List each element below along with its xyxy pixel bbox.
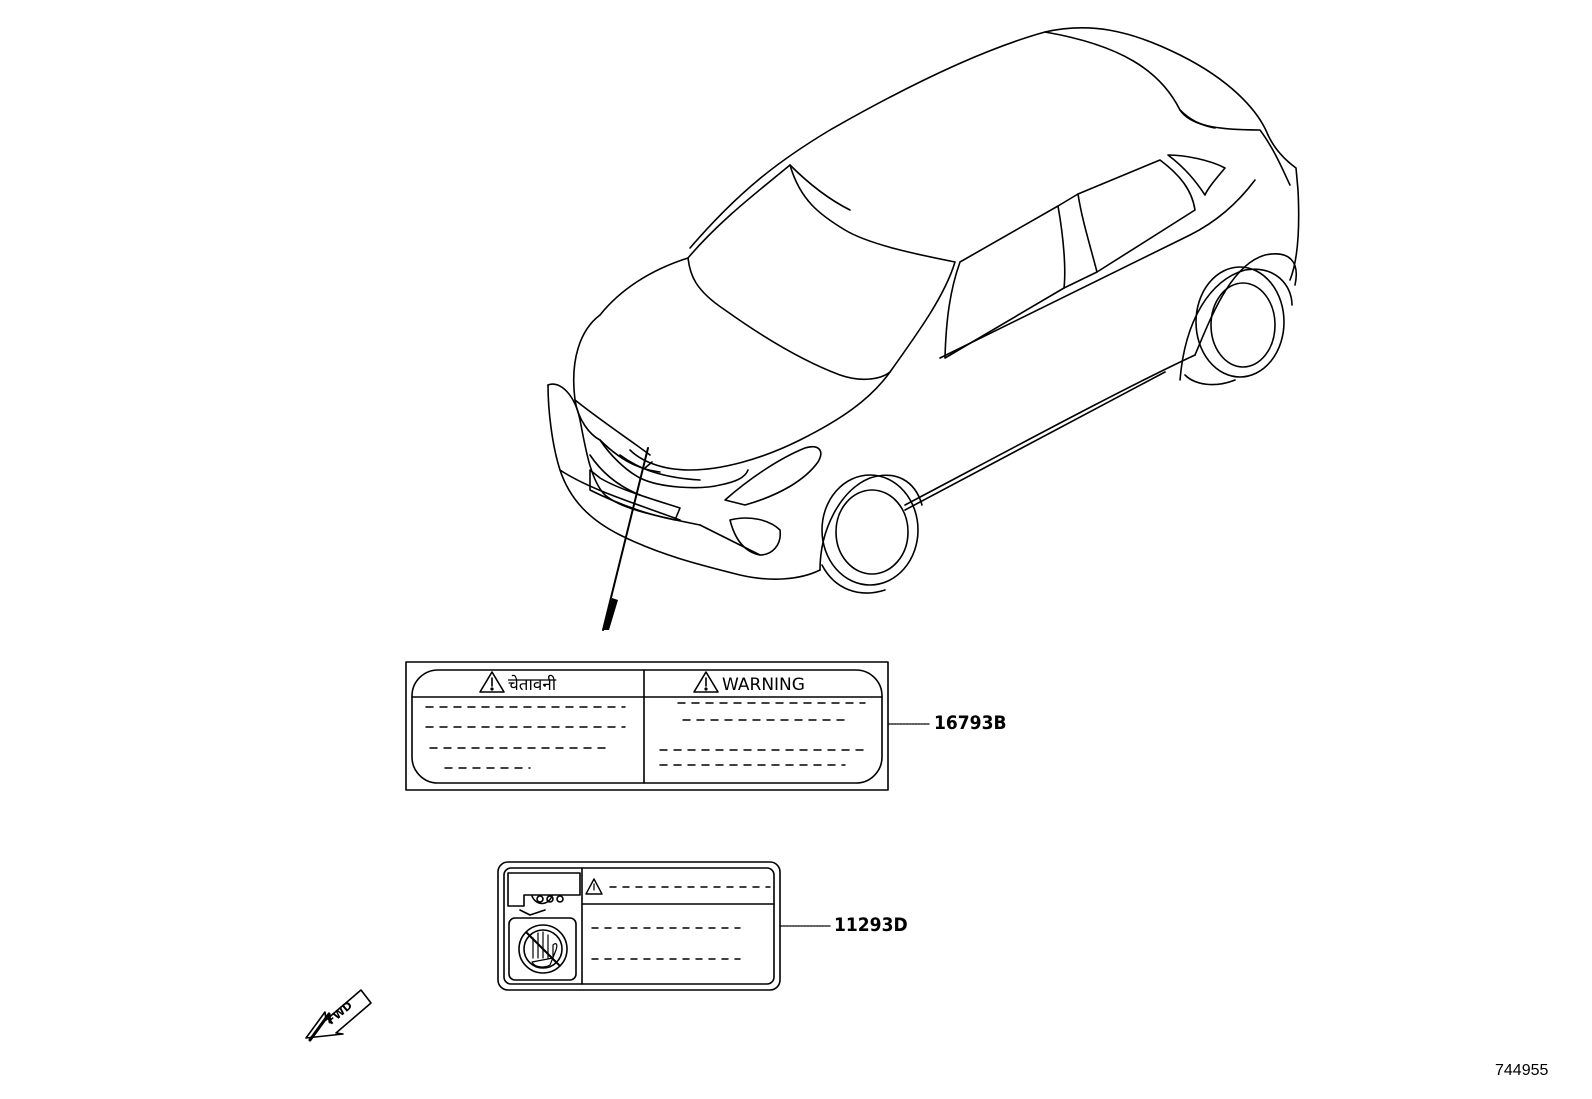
warning-triangle-icon: [585, 878, 603, 895]
warning-triangle-icon: [693, 671, 719, 693]
label-heading-hindi: चेतावनी: [508, 674, 557, 695]
no-hand-icon: [508, 917, 577, 981]
part-number-16793B[interactable]: 16793B: [934, 712, 1007, 734]
vehicle-outline: [547, 27, 1300, 594]
caution-label-11293D: [497, 861, 781, 991]
forward-arrow-icon: [305, 989, 372, 1042]
leader-line-16793B: [602, 447, 649, 631]
warning-triangle-icon: [479, 671, 505, 693]
part-number-11293D[interactable]: 11293D: [834, 914, 908, 936]
catalog-id: 744955: [1495, 1062, 1549, 1079]
warning-label-16793B: [405, 661, 889, 791]
label-text-lines-11293D: [591, 886, 771, 960]
engine-fan-icon: [507, 872, 581, 916]
label-text-lines-left: [425, 706, 626, 769]
leader-arrow: [603, 598, 618, 630]
label-heading-warning: WARNING: [722, 675, 805, 695]
label-text-lines-right: [659, 702, 866, 766]
